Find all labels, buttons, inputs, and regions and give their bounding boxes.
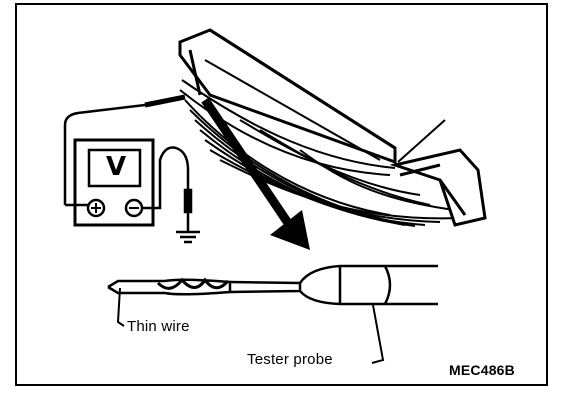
meter-symbol: V <box>106 152 127 182</box>
connector-housing <box>178 28 397 165</box>
ground-symbol-icon <box>176 212 200 244</box>
wire-bundle <box>179 79 461 227</box>
tester-probe-label: Tester probe <box>247 351 333 368</box>
thin-wire-probe <box>107 264 438 306</box>
test-leads <box>63 94 193 214</box>
connector-tip <box>389 119 487 227</box>
arrow-icon <box>201 97 310 250</box>
figure-code: MEC486B <box>449 362 515 378</box>
voltmeter-icon <box>73 138 155 227</box>
callout-lines <box>116 287 385 364</box>
thin-wire-label: Thin wire <box>127 318 190 335</box>
